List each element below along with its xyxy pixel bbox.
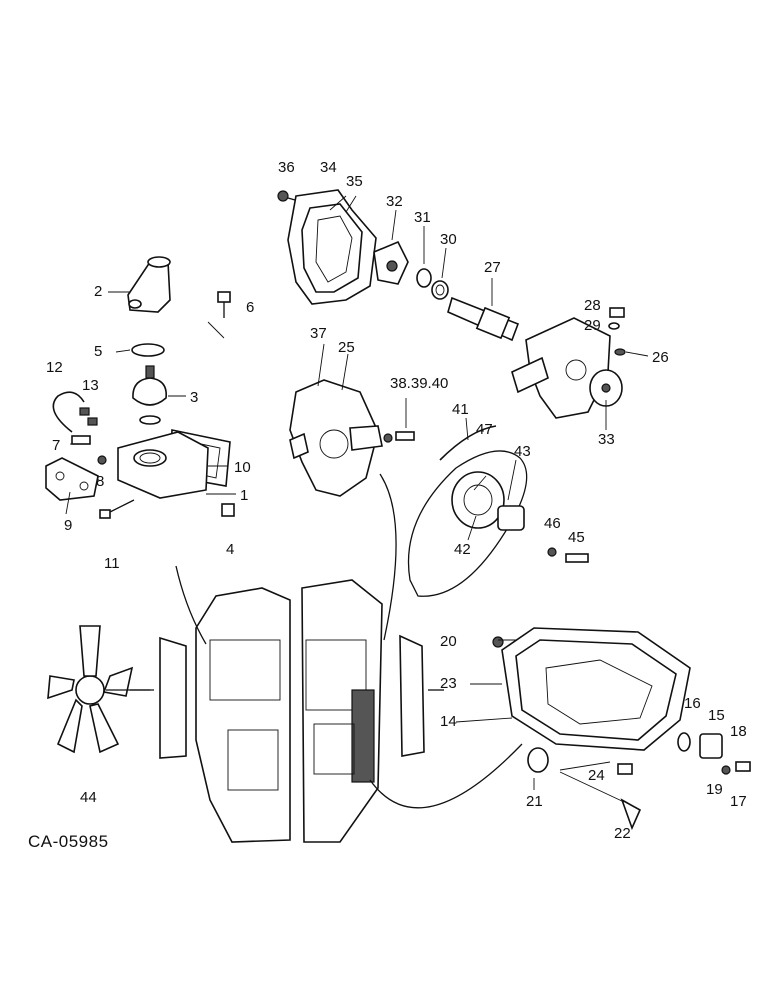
part-label-16: 16 [684,695,701,712]
part-label-28: 28 [584,297,601,314]
drawing-code: CA-05985 [28,832,109,851]
part-label-26: 26 [652,349,669,366]
part-label-19: 19 [706,781,723,798]
thermostat-housing-group [45,256,235,519]
part-label-46: 46 [544,515,561,532]
part-label-4: 4 [226,541,235,558]
part-label-15: 15 [708,707,725,724]
part-label-10: 10 [234,459,251,476]
part-label-5: 5 [94,343,103,360]
part-label-42: 42 [454,541,471,558]
water-pump-exploded-group [277,189,649,419]
part-label-7: 7 [52,437,61,454]
part-label-45: 45 [568,529,585,546]
engine-cutaway-group [47,579,425,843]
part-label-34: 34 [320,159,337,176]
part-label-29: 29 [584,317,601,334]
part-label-9: 9 [64,517,73,534]
part-label-11: 11 [104,555,120,572]
part-label-38-39-40: 38.39.40 [390,375,449,392]
leader-lines [65,195,625,809]
part-label-22: 22 [614,825,631,842]
part-label-14: 14 [440,713,457,730]
part-label-35: 35 [346,173,363,190]
part-label-3: 3 [190,389,199,406]
part-label-18: 18 [730,723,747,740]
part-label-30: 30 [440,231,457,248]
part-label-43: 43 [514,443,531,460]
part-label-21: 21 [526,793,543,810]
part-label-6: 6 [246,299,255,316]
part-label-27: 27 [484,259,501,276]
gear-case-group [492,627,751,831]
part-label-20: 20 [440,633,457,650]
part-label-23: 23 [440,675,457,692]
part-label-44: 44 [80,789,97,806]
part-label-17: 17 [730,793,747,810]
part-label-1: 1 [240,487,249,504]
part-label-12: 12 [46,359,63,376]
part-label-32: 32 [386,193,403,210]
part-label-31: 31 [414,209,431,226]
part-label-13: 13 [82,377,99,394]
part-label-8: 8 [96,473,105,490]
part-label-2: 2 [94,283,103,300]
part-label-25: 25 [338,339,355,356]
part-label-47: 47 [476,421,493,438]
part-label-41: 41 [452,401,469,418]
part-label-33: 33 [598,431,615,448]
part-label-36: 36 [278,159,295,176]
part-label-24: 24 [588,767,605,784]
pump-pulley-belt-group [289,379,589,597]
part-label-37: 37 [310,325,327,342]
